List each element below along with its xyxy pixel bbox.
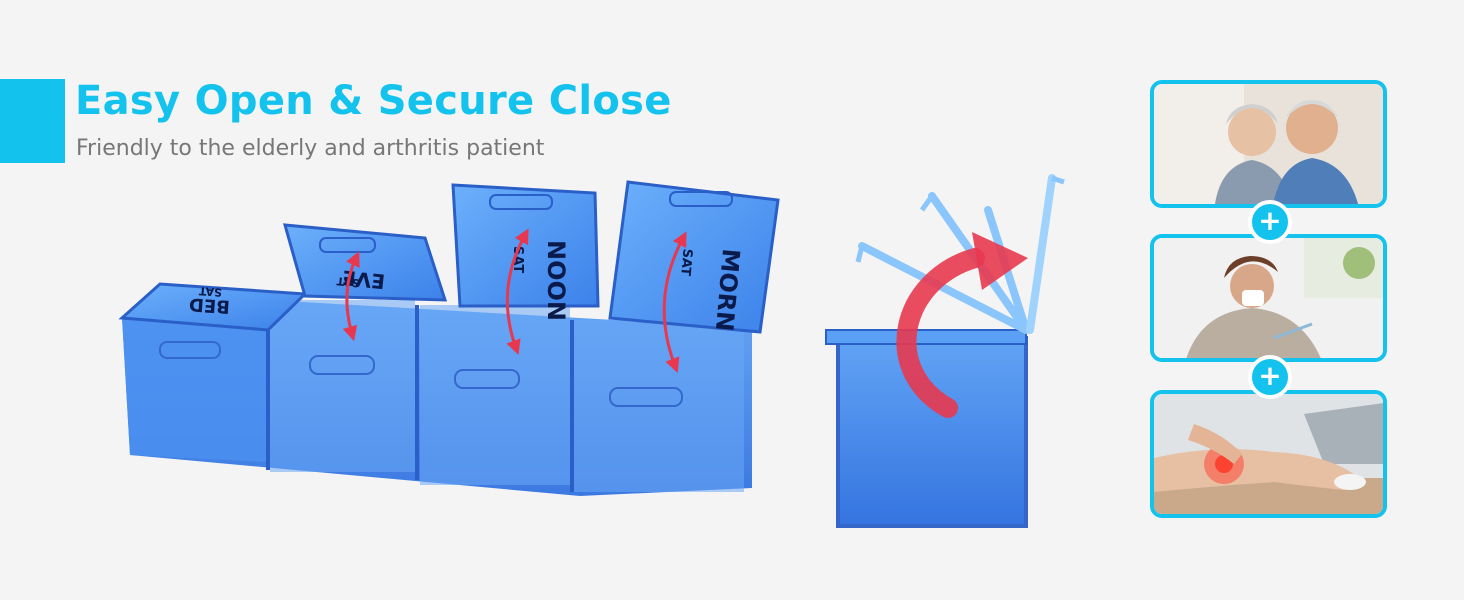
single-compartment-side-view (825, 174, 1065, 528)
wrist-pain-photo (1150, 390, 1387, 518)
sick-woman-icon (1154, 238, 1383, 358)
accent-block (0, 79, 65, 163)
headline: Easy Open & Secure Close (75, 78, 672, 124)
wrist-pain-icon (1154, 394, 1383, 514)
plus-icon: + (1248, 200, 1292, 244)
morn-lid-open: MORN SAT (608, 180, 780, 334)
open-close-arrow-3 (662, 231, 687, 374)
sick-woman-photo (1150, 234, 1387, 362)
noon-label: NOON (542, 240, 570, 321)
open-close-arrow-1 (342, 251, 360, 342)
bed-label: BED (188, 293, 230, 317)
pill-box-body (122, 300, 752, 496)
elderly-couple-photo (1150, 80, 1387, 208)
eve-lid-open: EVE SAT (282, 223, 448, 302)
plus-icon-2: + (1248, 355, 1292, 399)
subheadline: Friendly to the elderly and arthritis pa… (76, 136, 545, 161)
elderly-couple-icon (1154, 84, 1383, 204)
open-close-arrow-2 (505, 228, 529, 356)
bed-day-label: SAT (198, 284, 222, 299)
noon-lid-open: NOON SAT (451, 183, 600, 321)
bed-lid-closed: BED SAT (118, 282, 309, 332)
morn-day-label: SAT (677, 248, 694, 277)
